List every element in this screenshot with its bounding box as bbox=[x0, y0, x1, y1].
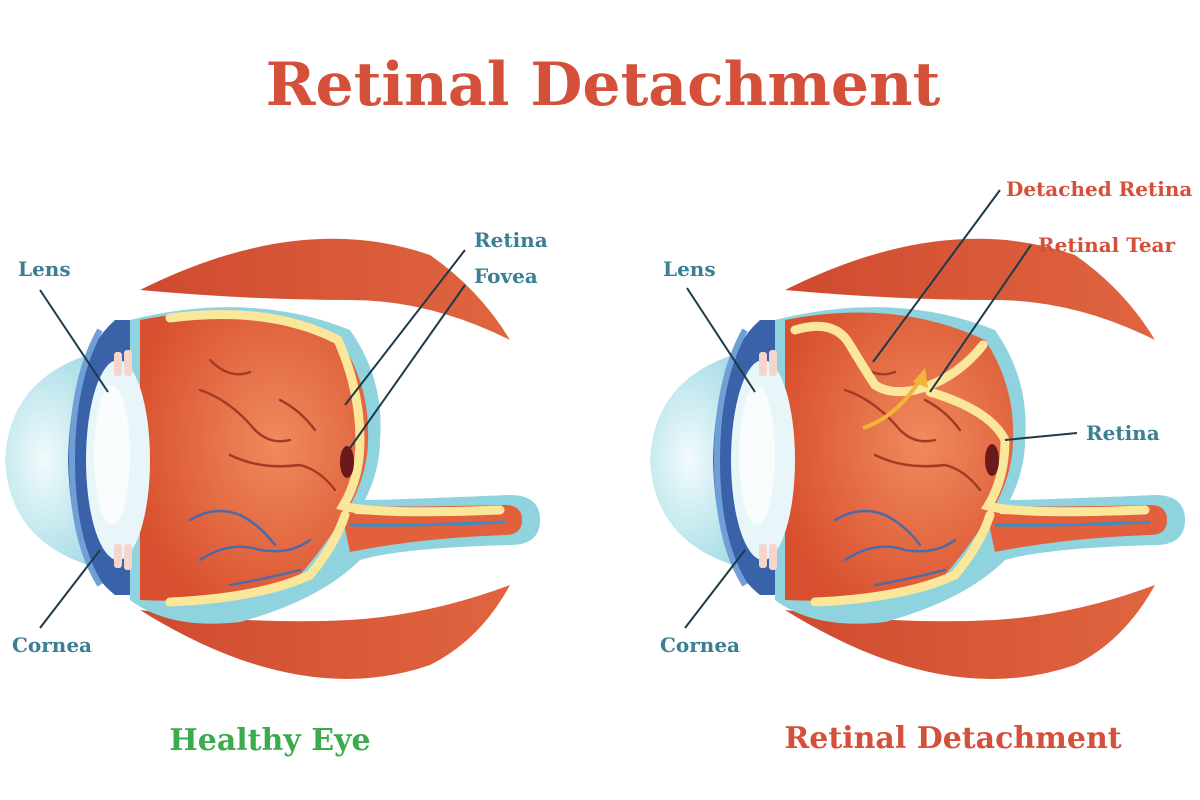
healthy-eye-caption: Healthy Eye bbox=[169, 723, 370, 758]
healthy-cornea-label: Cornea bbox=[12, 633, 92, 657]
detached-retina-label: Retina bbox=[1086, 421, 1160, 445]
detached-lens-label: Lens bbox=[663, 257, 716, 281]
healthy-eye-illustration bbox=[5, 239, 540, 679]
healthy-retina-label: Retina bbox=[474, 228, 548, 252]
healthy-lens-label: Lens bbox=[18, 257, 71, 281]
fovea-mark bbox=[340, 446, 354, 478]
detached-cornea-label: Cornea bbox=[660, 633, 740, 657]
retinal-tear-label: Retinal Tear bbox=[1038, 233, 1176, 257]
detached-eye-caption: Retinal Detachment bbox=[784, 721, 1121, 756]
detached-retina-callout: Detached Retina bbox=[1006, 177, 1192, 201]
detached-eye-illustration bbox=[650, 189, 1185, 679]
healthy-fovea-label: Fovea bbox=[474, 264, 538, 288]
page-title: Retinal Detachment bbox=[266, 50, 941, 120]
tear-arrow bbox=[862, 378, 922, 430]
